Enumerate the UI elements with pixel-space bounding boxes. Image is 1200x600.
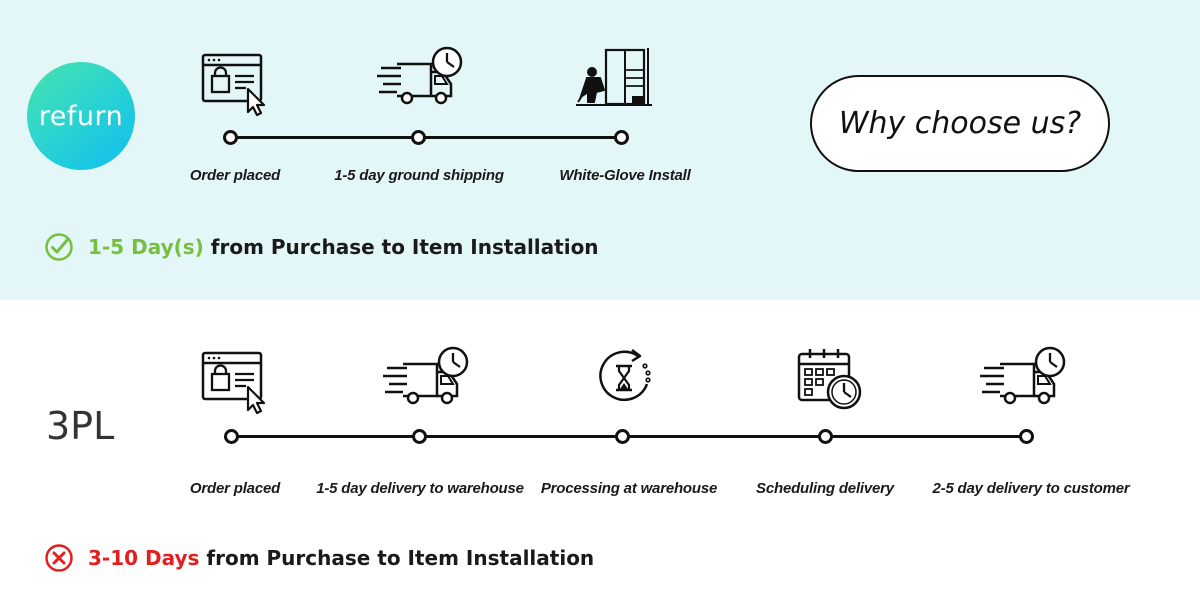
- 3pl-step-label: 2-5 day delivery to customer: [932, 480, 1130, 497]
- refurn-step-label: Order placed: [189, 167, 281, 184]
- 3pl-step-label: Order placed: [189, 480, 281, 497]
- timeline-node: [615, 429, 630, 444]
- check-circle-icon: [45, 233, 73, 261]
- refurn-step-label: White-Glove Install: [559, 167, 691, 184]
- refurn-logo: refurn: [27, 62, 135, 170]
- why-choose-us-label: Why choose us?: [838, 106, 1082, 141]
- timeline-node: [223, 130, 238, 145]
- delivery-truck-clock-icon: [377, 46, 463, 105]
- why-choose-us-button[interactable]: Why choose us?: [810, 75, 1110, 172]
- delivery-truck-clock-icon: [383, 346, 469, 405]
- timeline-node: [818, 429, 833, 444]
- 3pl-step-label: 1-5 day delivery to warehouse: [316, 480, 524, 497]
- timeline-node: [614, 130, 629, 145]
- 3pl-summary-text: from Purchase to Item Installation: [206, 546, 595, 570]
- 3pl-section-background: [0, 300, 1200, 600]
- 3pl-label: 3PL: [46, 404, 115, 448]
- refurn-step-label: 1-5 day ground shipping: [334, 167, 504, 184]
- calendar-clock-icon: [797, 349, 862, 410]
- shopping-bag-browser-icon: [201, 351, 266, 415]
- hourglass-cycle-icon: [599, 349, 651, 402]
- timeline-node: [411, 130, 426, 145]
- refurn-summary-highlight: 1-5 Day(s): [88, 235, 204, 259]
- 3pl-step-label: Scheduling delivery: [756, 480, 894, 497]
- refurn-summary-text: from Purchase to Item Installation: [210, 235, 599, 259]
- 3pl-timeline-track: [232, 435, 1028, 438]
- timeline-node: [1019, 429, 1034, 444]
- logo-text: refurn: [38, 100, 124, 132]
- refurn-summary: 1-5 Day(s) from Purchase to Item Install…: [44, 232, 599, 262]
- timeline-node: [224, 429, 239, 444]
- 3pl-summary-highlight: 3-10 Days: [88, 546, 200, 570]
- installer-wardrobe-icon: [576, 48, 652, 106]
- delivery-truck-clock-icon: [980, 346, 1066, 405]
- refurn-timeline-track: [230, 136, 622, 139]
- shopping-bag-browser-icon: [201, 53, 266, 117]
- x-circle-icon: [45, 544, 73, 572]
- 3pl-step-label: Processing at warehouse: [540, 480, 718, 497]
- 3pl-summary: 3-10 Days from Purchase to Item Installa…: [44, 543, 594, 573]
- timeline-node: [412, 429, 427, 444]
